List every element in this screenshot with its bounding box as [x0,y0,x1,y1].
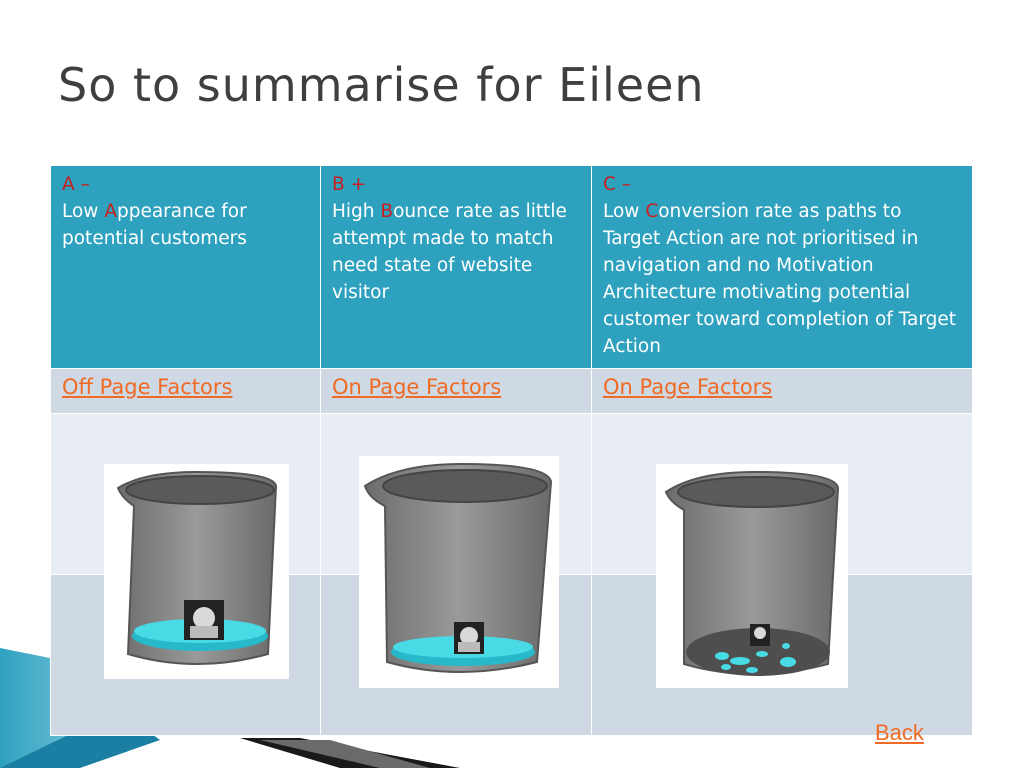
on-page-factors-link[interactable]: On Page Factors [332,375,502,399]
description-text: ounce rate as little attempt made to mat… [332,201,567,303]
header-cell-c: C – Low Conversion rate as paths to Targ… [591,165,973,369]
factors-row: Off Page Factors On Page Factors On Page… [50,368,973,414]
description-text: onversion rate as paths to Target Action… [603,201,956,357]
key-letter: C [645,201,659,222]
description-text: ppearance for potential customers [62,201,247,249]
description-prefix: Low [603,201,646,222]
on-page-factors-link[interactable]: On Page Factors [603,375,773,399]
slide-title: So to summarise for Eileen [58,58,705,112]
grade-label: A – [62,174,90,195]
back-link[interactable]: Back [875,720,924,745]
description-prefix: High [332,201,381,222]
beaker-empty-image [656,464,848,688]
grade-label: B + [332,174,367,195]
beaker-low-level-image [359,456,559,688]
beaker-high-level-image [104,464,289,679]
header-cell-b: B + High Bounce rate as little attempt m… [320,165,592,369]
factor-cell-a: Off Page Factors [50,368,321,414]
table-header-row: A – Low Appearance for potential custome… [50,165,973,369]
factor-cell-c: On Page Factors [591,368,973,414]
key-letter: B [380,201,394,222]
grade-label: C – [603,174,632,195]
header-cell-a: A – Low Appearance for potential custome… [50,165,321,369]
factor-cell-b: On Page Factors [320,368,592,414]
key-letter: A [104,201,117,222]
description-prefix: Low [62,201,105,222]
off-page-factors-link[interactable]: Off Page Factors [62,375,233,399]
